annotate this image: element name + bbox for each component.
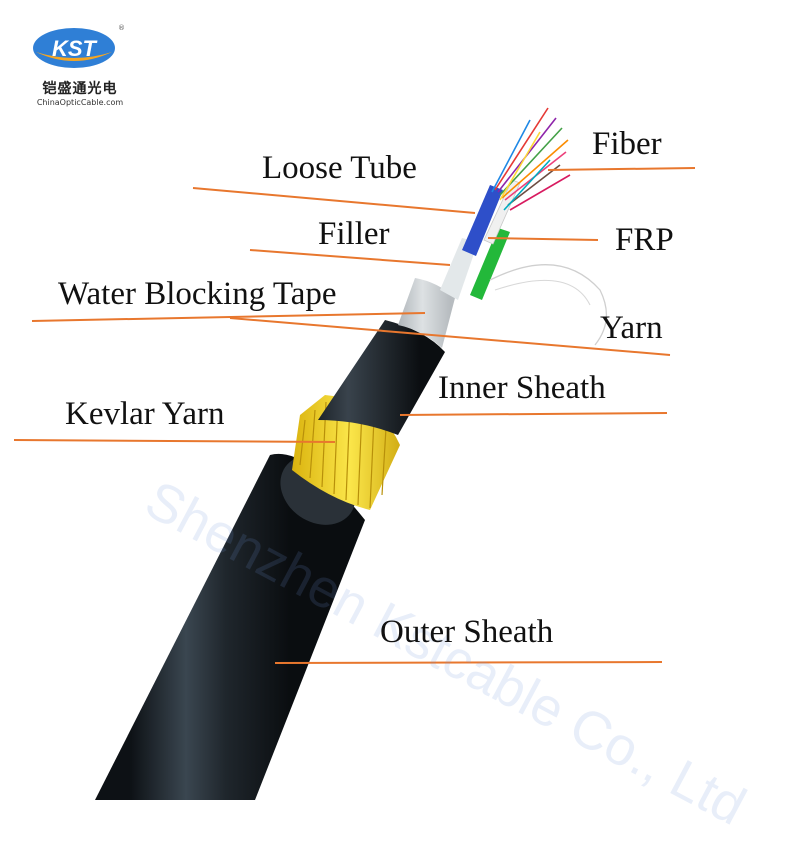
label-loose-tube: Loose Tube [262, 150, 417, 186]
brand-chinese-name: 铠盛通光电 [42, 81, 118, 97]
leader-yarn [229, 317, 671, 356]
leader-filler [249, 249, 451, 266]
leader-loose-tube [192, 187, 476, 214]
label-fiber: Fiber [592, 126, 662, 162]
leader-water-blocking-tape [31, 312, 426, 322]
filler [440, 238, 478, 300]
registered-mark: ® [118, 24, 125, 32]
label-water-blocking-tape: Water Blocking Tape [58, 276, 337, 312]
fiber-bundle [491, 107, 571, 211]
label-frp: FRP [615, 222, 674, 258]
cable-illustration [13, 107, 696, 800]
loose-tube-blue [462, 185, 503, 256]
logo-badge-text: KST [52, 36, 98, 61]
loose-tube-green [470, 228, 510, 300]
leader-fiber [547, 167, 696, 171]
leader-kevlar-yarn [13, 439, 336, 443]
leader-lines [13, 167, 696, 664]
inner-sheath [318, 320, 445, 435]
water-blocking-tape [398, 278, 455, 348]
brand-website: ChinaOpticCable.com [36, 98, 124, 107]
yarn-strand [489, 264, 607, 346]
yarn-strand-2 [494, 279, 591, 306]
label-outer-sheath: Outer Sheath [380, 614, 554, 650]
label-kevlar-yarn: Kevlar Yarn [65, 396, 225, 432]
kst-badge-icon: KST [33, 28, 115, 68]
outer-sheath [95, 453, 365, 800]
label-inner-sheath: Inner Sheath [438, 370, 606, 406]
brand-logo: KST ® 铠盛通光电 ChinaOpticCable.com [30, 22, 130, 112]
leader-frp [487, 237, 599, 241]
leader-inner-sheath [399, 412, 668, 416]
label-filler: Filler [318, 216, 390, 252]
label-yarn: Yarn [600, 310, 663, 346]
cable-diagram: KST ® 铠盛通光电 ChinaOpticCable.com Shenzhen… [13, 22, 755, 837]
leader-outer-sheath [274, 661, 663, 664]
